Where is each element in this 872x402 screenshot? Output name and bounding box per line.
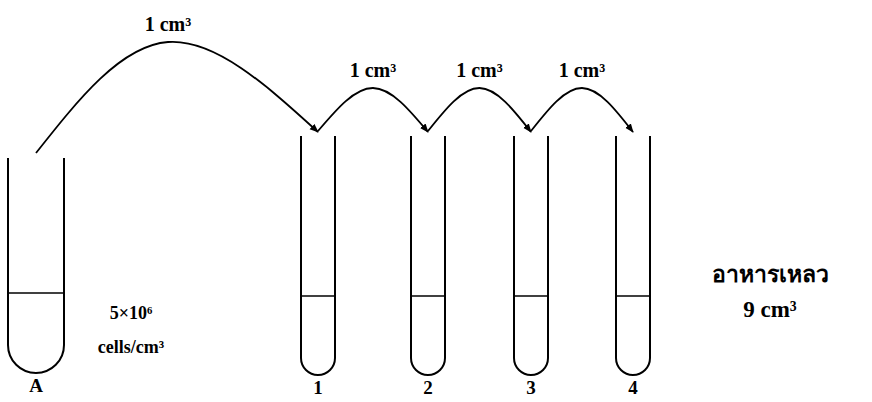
tube-wall [8, 158, 64, 373]
test-tube: 1 [300, 136, 336, 376]
tube-outline [615, 136, 651, 376]
liquid-level [514, 295, 548, 297]
liquid-level [411, 295, 445, 297]
tube-outline [513, 136, 549, 376]
tube-label: 1 [313, 377, 323, 399]
transfer-arrow [531, 88, 633, 132]
volume-label: 1 cm³ [143, 13, 194, 36]
test-tube: 3 [513, 136, 549, 376]
tube-wall [514, 136, 548, 375]
liquid-level [8, 292, 64, 294]
tube-outline [7, 158, 65, 374]
tube-label: 2 [423, 377, 433, 399]
volume-label: 1 cm³ [348, 59, 399, 82]
transfer-arrow [36, 42, 318, 153]
test-tube: A5×10⁶ cells/cm³ [7, 158, 65, 374]
cell-concentration: 5×10⁶ cells/cm³ [83, 296, 179, 364]
test-tube: 4 [615, 136, 651, 376]
tube-wall [616, 136, 650, 375]
volume-label: 1 cm³ [454, 59, 505, 82]
transfer-arrow [428, 88, 531, 132]
transfer-arrow [318, 88, 428, 132]
test-tube: 2 [410, 136, 446, 376]
liquid-level [301, 295, 335, 297]
tube-outline [410, 136, 446, 376]
volume-label: 1 cm³ [557, 59, 608, 82]
liquid-level [616, 295, 650, 297]
tube-outline [300, 136, 336, 376]
tube-label: A [29, 375, 43, 397]
tube-wall [301, 136, 335, 375]
medium-label: อาหารเหลว 9 cm³ [709, 258, 832, 327]
tube-label: 4 [628, 377, 638, 399]
tube-label: 3 [526, 377, 536, 399]
tube-wall [411, 136, 445, 375]
